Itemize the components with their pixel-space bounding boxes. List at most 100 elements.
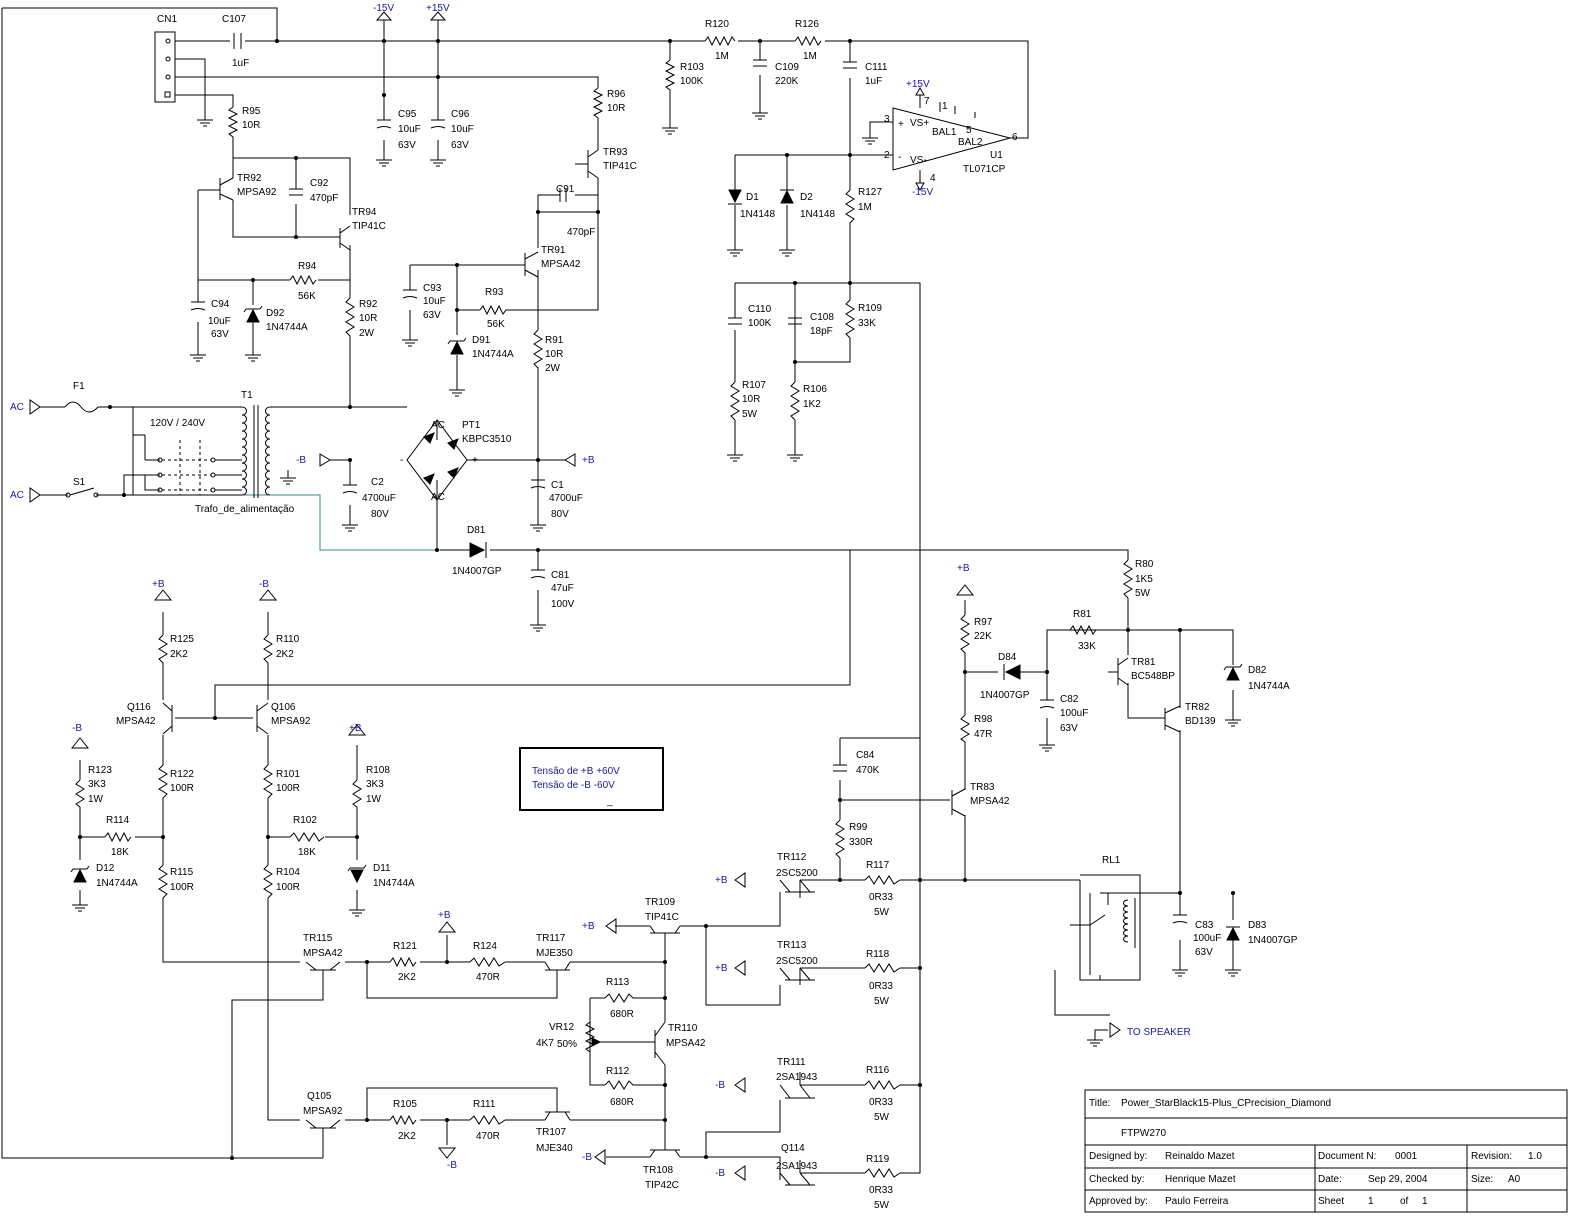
- diode-d84: [1003, 664, 1021, 680]
- transistor-tr83: [951, 788, 966, 817]
- connector-cn1: [154, 31, 176, 103]
- transistor-tr113: [779, 967, 815, 981]
- title-label: Title:: [1089, 1098, 1110, 1109]
- rating-c2: 80V: [371, 509, 389, 520]
- label-tr81: TR81: [1131, 657, 1156, 668]
- resistor-r105: [389, 1114, 417, 1126]
- label-tr82: TR82: [1185, 702, 1210, 713]
- ground-symbols: [72, 112, 1241, 1047]
- relay-rl1: [1070, 893, 1136, 975]
- label-r99: R99: [849, 822, 868, 833]
- value-q106: MPSA92: [271, 716, 311, 727]
- label-r113: R113: [606, 977, 630, 988]
- transistor-tr92: [219, 177, 234, 201]
- label-r110: R110: [276, 634, 300, 645]
- label-r118: R118: [866, 949, 890, 960]
- value-c95: 10uF: [398, 124, 421, 135]
- label-r120: R120: [705, 19, 729, 30]
- potentiometer-vr12: [584, 1000, 596, 1060]
- rating-r116: 5W: [874, 1112, 890, 1123]
- opamp-pin6: 6: [1012, 132, 1018, 143]
- capacitor-c95: [376, 119, 392, 129]
- label-tr115: TR115: [303, 933, 333, 944]
- label-r80: R80: [1135, 559, 1154, 570]
- label-r112: R112: [606, 1066, 630, 1077]
- value-c109: 220K: [775, 76, 799, 87]
- resistor-r95: [227, 106, 239, 140]
- label-r114: R114: [106, 815, 130, 826]
- label-r93: R93: [485, 287, 504, 298]
- rating-vr12: 50%: [557, 1039, 577, 1050]
- diode-d1: [728, 189, 742, 205]
- q116-posb-label: +B: [152, 579, 165, 590]
- capacitor-c91: [559, 188, 567, 202]
- component-labels: CN1 C107 1uF R120 1M R126 1M R103 100K C…: [73, 14, 1298, 1211]
- resistor-r116: [864, 1080, 901, 1090]
- rating-c96: 63V: [451, 140, 469, 151]
- label-r103: R103: [680, 62, 704, 73]
- document-label: Document N:: [1318, 1151, 1376, 1162]
- value-q116: MPSA42: [116, 716, 156, 727]
- resistor-r81: [1069, 624, 1097, 636]
- opamp-pin1: 1: [942, 101, 948, 112]
- r121-posb-label: +B: [438, 910, 451, 921]
- transistor-tr94: [339, 225, 351, 251]
- neg-b-out-label: -B: [296, 455, 306, 466]
- rating-r117: 5W: [874, 907, 890, 918]
- switch-s1: [65, 487, 99, 498]
- value-r123: 3K3: [88, 779, 106, 790]
- rating-c94: 63V: [211, 329, 229, 340]
- value-d82: 1N4744A: [1248, 681, 1290, 692]
- value-c107: 1uF: [232, 58, 249, 69]
- value-r98: 47R: [974, 729, 992, 740]
- label-c1: C1: [551, 480, 564, 491]
- value-tr81: BC548BP: [1131, 671, 1175, 682]
- resistor-r119: [864, 1168, 901, 1178]
- label-r111: R111: [473, 1099, 496, 1110]
- value-r122: 100R: [170, 783, 194, 794]
- value-tr115: MPSA42: [303, 948, 343, 959]
- label-tr92: TR92: [237, 173, 262, 184]
- label-d83: D83: [1248, 920, 1267, 931]
- bridge-ac-top: AC: [431, 420, 445, 431]
- value-tr109: TIP41C: [645, 912, 679, 923]
- value-u1: TL071CP: [963, 164, 1006, 175]
- label-tr94: TR94: [352, 207, 377, 218]
- resistor-r124: [469, 957, 506, 967]
- label-d1: D1: [746, 192, 759, 203]
- r108-posb-label: +B: [349, 723, 362, 734]
- label-d2: D2: [800, 192, 813, 203]
- capacitor-c93: [402, 289, 418, 299]
- resistor-r110: [263, 634, 273, 668]
- resistor-r121: [389, 956, 417, 968]
- opamp-pin2: 2: [884, 150, 890, 161]
- label-d84: D84: [998, 652, 1017, 663]
- label-r94: R94: [298, 261, 317, 272]
- resistor-r113: [604, 993, 636, 1003]
- revision-value: 1.0: [1528, 1151, 1542, 1162]
- label-r125: R125: [170, 634, 194, 645]
- label-c83: C83: [1195, 920, 1214, 931]
- value-r110: 2K2: [276, 649, 294, 660]
- value-c1: 4700uF: [549, 493, 583, 504]
- resistor-r106: [790, 381, 800, 421]
- rating-c95: 63V: [398, 140, 416, 151]
- note-line-2: Tensão de -B -60V: [532, 780, 615, 791]
- value-tr93: TIP41C: [603, 161, 637, 172]
- to-speaker-label: TO SPEAKER: [1127, 1027, 1191, 1038]
- transistor-tr117: [544, 961, 571, 980]
- value-r103: 100K: [680, 76, 704, 87]
- value-c81: 47uF: [551, 583, 574, 594]
- label-f1: F1: [73, 381, 85, 392]
- rating-c81: 100V: [551, 599, 575, 610]
- transistor-tr111: [779, 1084, 815, 1099]
- resistor-r122: [158, 764, 168, 800]
- bridge-plus: +: [472, 455, 478, 466]
- opamp-pin3: 3: [884, 114, 890, 125]
- opamp-pin7: 7: [924, 96, 930, 107]
- resistor-r94: [289, 274, 317, 286]
- tr112-posb-label: +B: [715, 875, 728, 886]
- label-r108: R108: [366, 765, 390, 776]
- transistor-tr82: [1164, 705, 1181, 733]
- resistor-r96: [592, 87, 604, 122]
